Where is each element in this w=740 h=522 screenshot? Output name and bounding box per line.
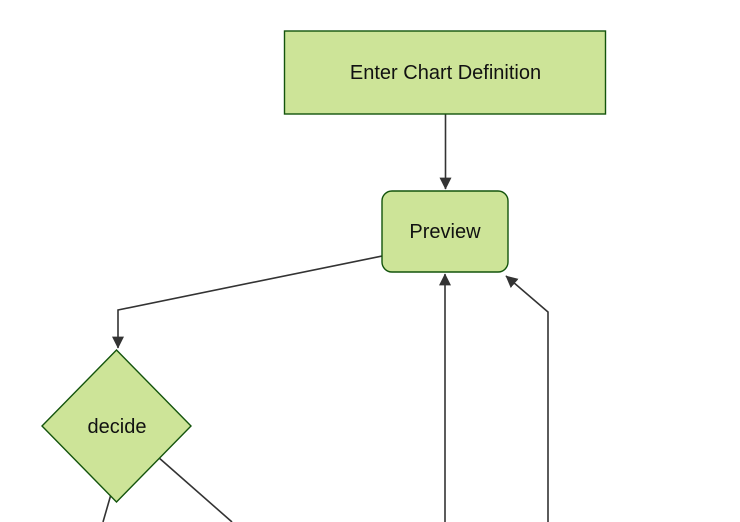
edge-preview-to-decide [112, 255, 383, 349]
enter-chart-definition-box [283, 30, 607, 115]
preview-label: Preview [409, 221, 481, 243]
preview-box [381, 190, 509, 273]
edge-layer [102, 114, 549, 522]
edge-offscreen-bottom-right-to-preview [505, 275, 549, 522]
edge-decide-to-offscreen-bottom-right [157, 456, 233, 522]
enter-chart-definition-label: Enter Chart Definition [350, 62, 541, 84]
node-enter-chart-definition: Enter Chart Definition [283, 30, 607, 115]
edge-decide-to-offscreen-bottom [102, 495, 112, 522]
node-decide: decide [41, 349, 192, 503]
node-preview: Preview [381, 190, 509, 273]
decide-diamond [41, 349, 192, 503]
decide-label: decide [88, 416, 147, 438]
